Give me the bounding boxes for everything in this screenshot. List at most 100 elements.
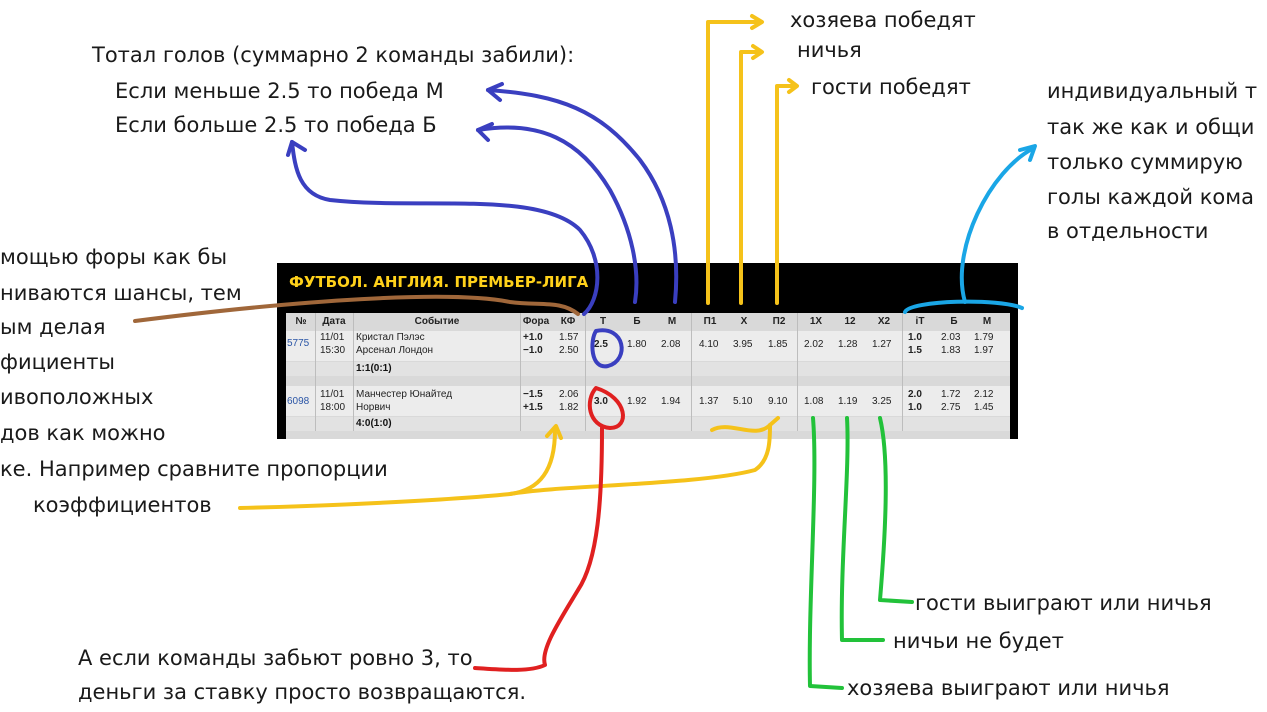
total-under-note: Если меньше 2.5 то победа М [115,79,444,103]
under-odds[interactable]: 1.94 [661,396,681,407]
i-under-home[interactable]: 1.79 [974,332,994,343]
col-header-over: Б [633,316,641,327]
col-header-fora: Фора [522,316,550,327]
col-header-p2: П2 [772,316,786,327]
individual-total-line-2: так же как и общи [1047,115,1255,139]
league-title: ФУТБОЛ. АНГЛИЯ. ПРЕМЬЕР-ЛИГА [289,273,589,291]
total-line: 2.5 [594,339,608,350]
total-goals-heading: Тотал голов (суммарно 2 команды забили): [92,43,575,67]
individual-total-line-5: в отдельности [1047,219,1209,243]
over-odds[interactable]: 1.80 [627,339,647,350]
under-odds[interactable]: 2.08 [661,339,681,350]
compare-line-2: коэффициентов [33,493,212,517]
column-divider [797,313,798,431]
odds-table: № Дата Событие Фора КФ Т Б М П1 Х П2 1Х … [286,313,1010,439]
table-row [286,386,1010,416]
kf-away[interactable]: 2.50 [559,345,579,356]
away-or-draw-note: гости выиграют или ничья [915,591,1212,615]
i-over-away[interactable]: 1.83 [941,345,961,356]
i-total-away: 1.5 [908,345,922,356]
i-over-home[interactable]: 1.72 [941,389,961,400]
column-divider [315,313,316,431]
i-under-away[interactable]: 1.45 [974,402,994,413]
kf-home[interactable]: 2.06 [559,389,579,400]
event-time: 18:00 [320,402,346,413]
no-draw-note: ничьи не будет [893,629,1064,653]
i-over-away[interactable]: 2.75 [941,402,961,413]
p2-odds[interactable]: 9.10 [768,396,788,407]
home-team[interactable]: Кристал Пэлэс [356,332,425,343]
handicap-home: −1.5 [523,389,543,400]
event-id-link[interactable]: 6098 [287,396,310,407]
col-header-event: Событие [414,316,460,327]
col-header-i-over: Б [950,316,958,327]
col-header-p1: П1 [703,316,717,327]
i-under-away[interactable]: 1.97 [974,345,994,356]
column-divider [520,313,521,431]
handicap-home: +1.0 [523,332,543,343]
away-win-note: гости победят [811,75,971,99]
1x-odds[interactable]: 2.02 [804,339,824,350]
col-header-total: Т [599,316,607,327]
refund-line-1: А если команды забьют ровно 3, то [78,646,473,670]
col-header-12: 12 [844,316,856,327]
p2-odds[interactable]: 1.85 [768,339,788,350]
col-header-kf: КФ [560,316,576,327]
x-odds[interactable]: 3.95 [733,339,753,350]
i-over-home[interactable]: 2.03 [941,332,961,343]
total-over-note: Если больше 2.5 то победа Б [115,113,437,137]
draw-note: ничья [797,38,862,62]
final-score: 1:1(0:1) [356,363,392,374]
betting-board: ФУТБОЛ. АНГЛИЯ. ПРЕМЬЕР-ЛИГА № Дата Собы… [277,263,1018,439]
col-header-x: Х [740,316,748,327]
handicap-line-3: ым делая [0,315,106,339]
p1-odds[interactable]: 4.10 [699,339,719,350]
col-header-itotal: iТ [915,316,925,327]
x2-odds[interactable]: 1.27 [872,339,892,350]
column-divider [902,313,903,431]
event-time: 15:30 [320,345,346,356]
handicap-line-1: мощью форы как бы [0,245,228,269]
col-header-number: № [295,316,307,327]
i-total-home: 2.0 [908,389,922,400]
compare-line-1: ке. Например сравните пропорции [0,457,388,481]
over-odds[interactable]: 1.92 [627,396,647,407]
home-team[interactable]: Манчестер Юнайтед [356,389,453,400]
1x-odds[interactable]: 1.08 [804,396,824,407]
i-total-home: 1.0 [908,332,922,343]
handicap-line-6: дов как можно [0,421,166,445]
home-win-note: хозяева победят [790,8,976,32]
col-header-i-under: М [982,316,992,327]
col-header-x2: Х2 [877,316,891,327]
x-odds[interactable]: 5.10 [733,396,753,407]
column-divider [691,313,692,431]
i-total-away: 1.0 [908,402,922,413]
individual-total-line-3: только суммирую [1047,150,1243,174]
kf-away[interactable]: 1.82 [559,402,579,413]
event-date: 11/01 [320,389,345,400]
total-line: 3.0 [594,396,608,407]
i-under-home[interactable]: 2.12 [974,389,994,400]
away-team[interactable]: Норвич [356,402,391,413]
12-odds[interactable]: 1.28 [838,339,858,350]
12-odds[interactable]: 1.19 [838,396,858,407]
handicap-away: +1.5 [523,402,543,413]
column-divider [585,313,586,431]
column-divider [353,313,354,431]
col-header-1x: 1Х [809,316,823,327]
final-score: 4:0(1:0) [356,418,392,429]
individual-total-line-4: голы каждой кома [1047,185,1254,209]
event-id-link[interactable]: 5775 [287,338,310,349]
col-header-under: М [667,316,677,327]
x2-odds[interactable]: 3.25 [872,396,892,407]
p1-odds[interactable]: 1.37 [699,396,719,407]
handicap-line-4: фициенты [0,350,116,374]
home-or-draw-note: хозяева выиграют или ничья [847,676,1170,700]
handicap-away: −1.0 [523,345,543,356]
kf-home[interactable]: 1.57 [559,332,579,343]
away-team[interactable]: Арсенал Лондон [356,345,434,356]
handicap-line-5: ивоположных [0,385,154,409]
table-row [286,331,1010,361]
refund-line-2: деньги за ставку просто возвращаются. [78,680,527,704]
event-date: 11/01 [320,332,345,343]
